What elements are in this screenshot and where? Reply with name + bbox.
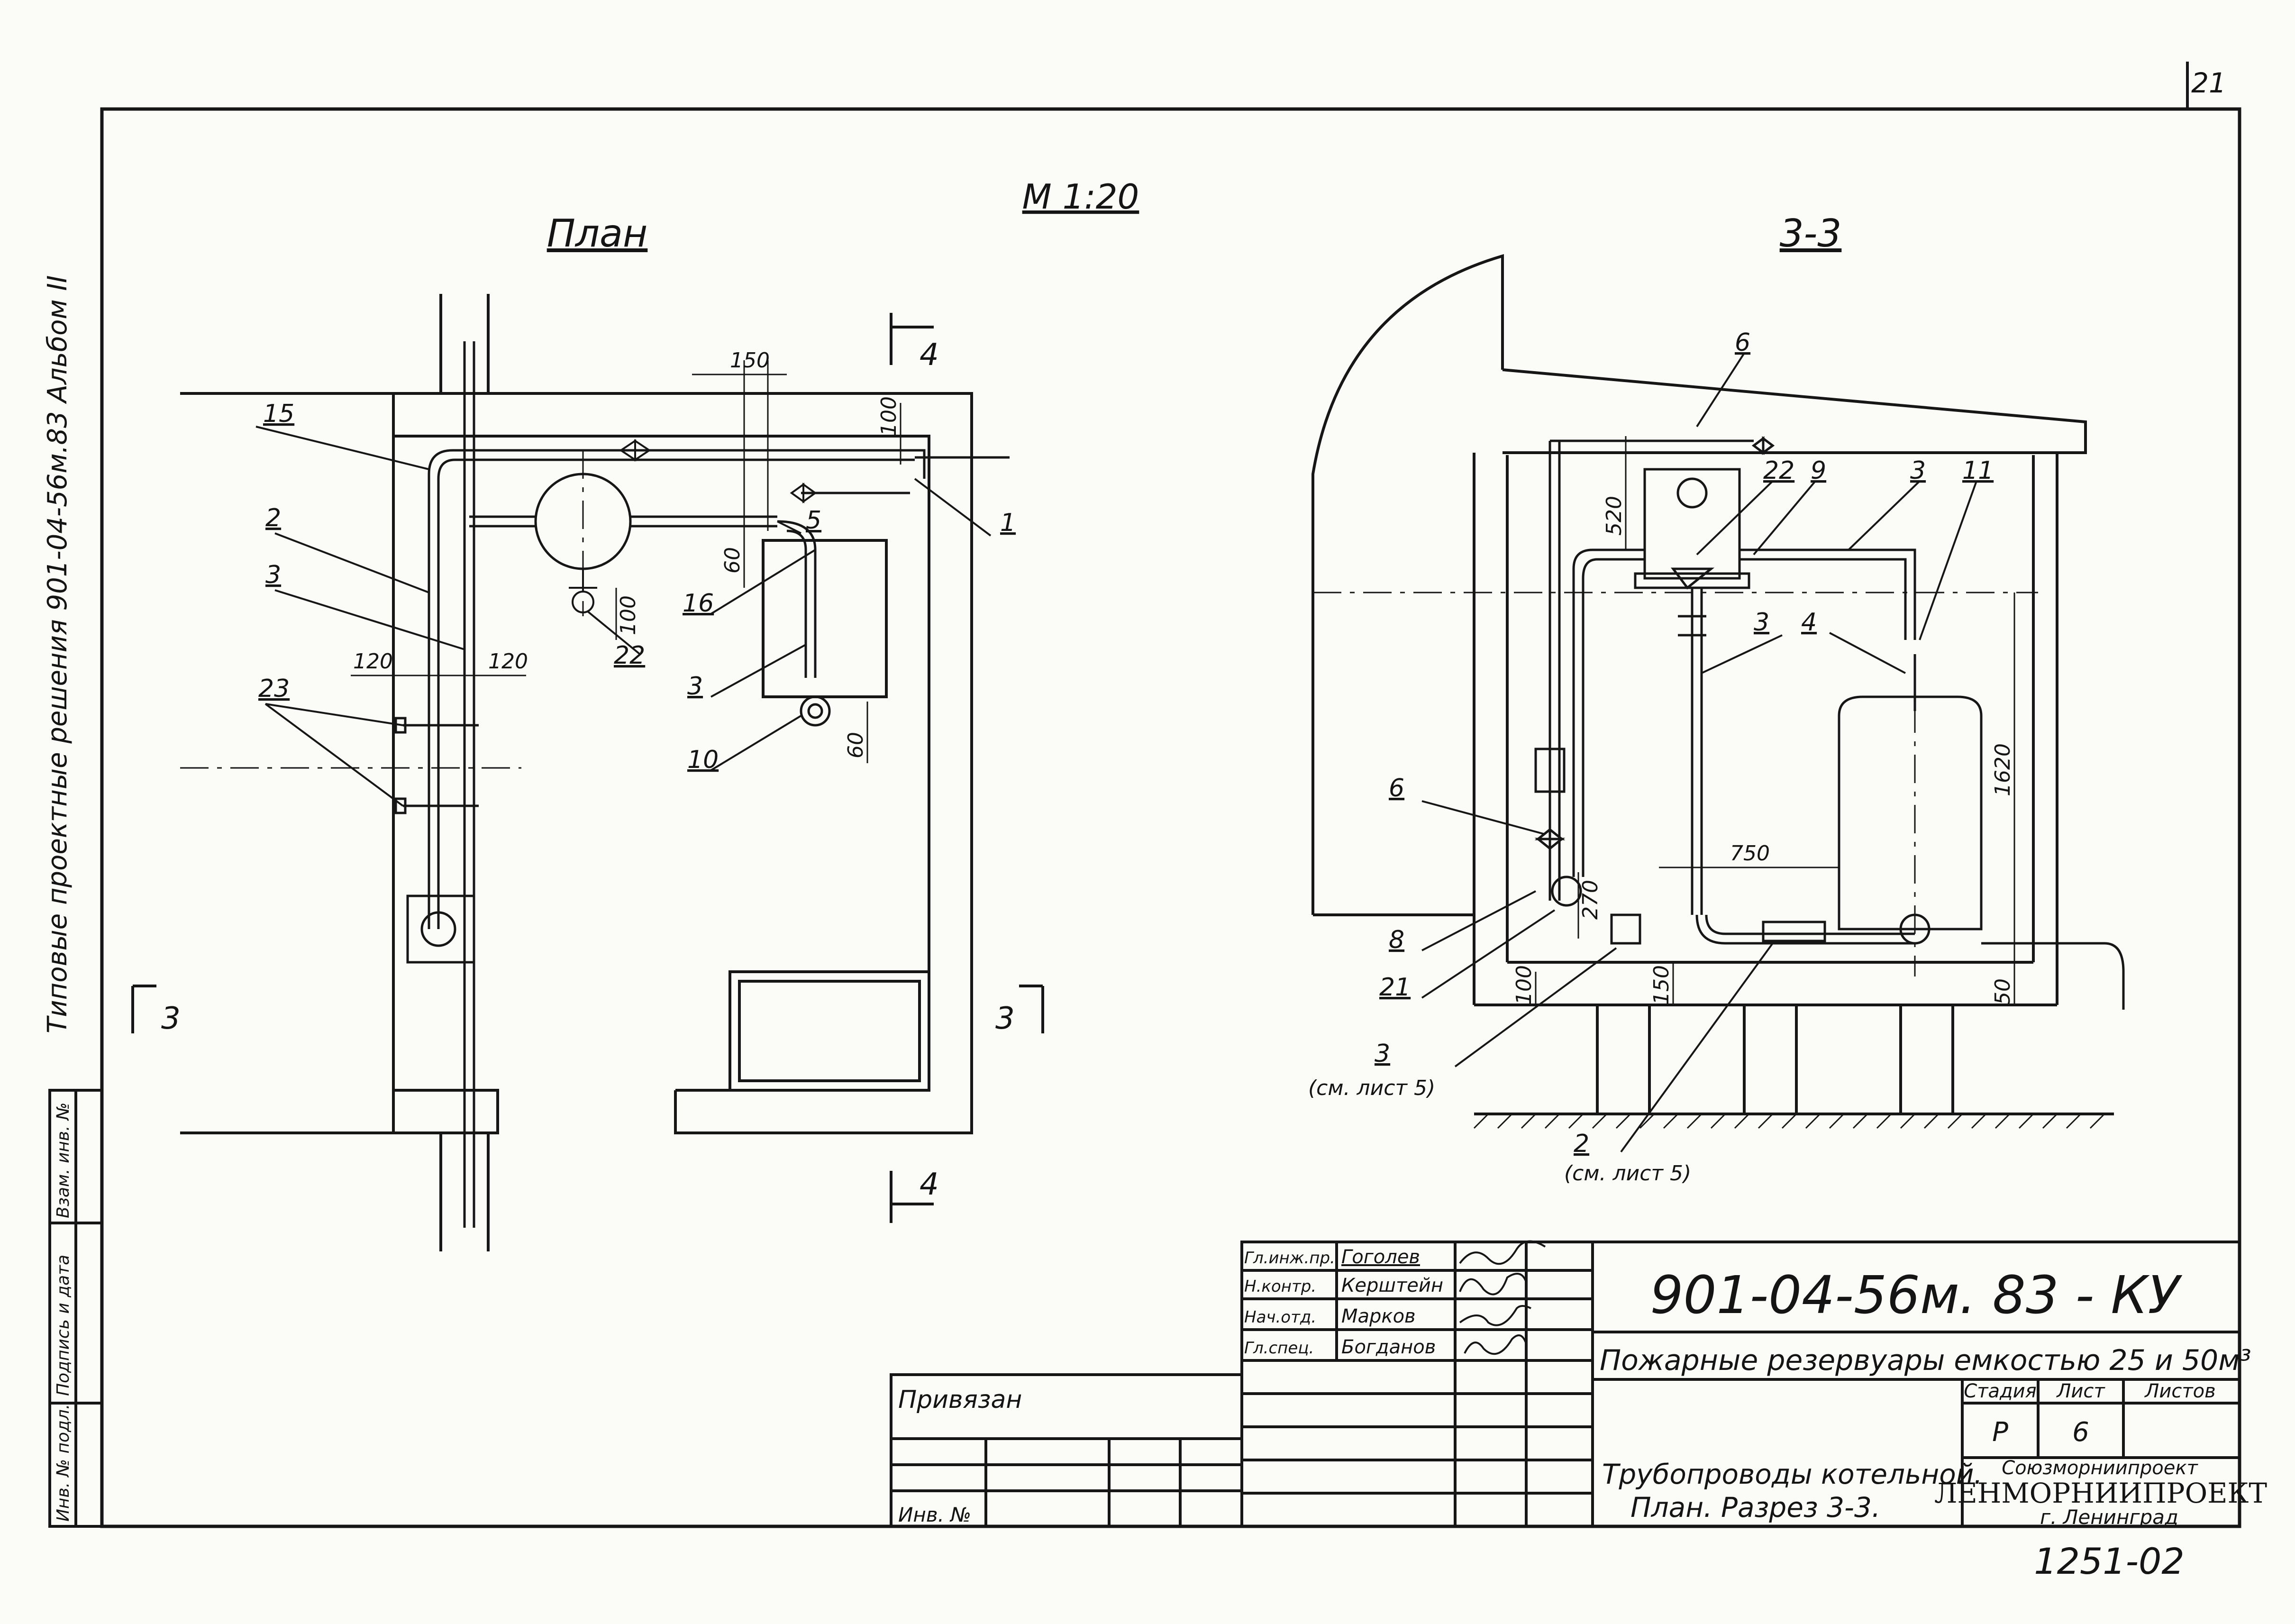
plan-callout-1: 1 bbox=[1000, 509, 1016, 537]
plan-callout-23: 23 bbox=[258, 675, 290, 703]
plan-axes bbox=[180, 450, 584, 769]
section-callout-6-left: 6 bbox=[1389, 774, 1404, 803]
plan-leaders bbox=[255, 426, 992, 807]
section-callout-11: 11 bbox=[1962, 456, 1994, 485]
sign-role-dept-head: Нач.отд. bbox=[1244, 1308, 1316, 1327]
section-title: 3-3 bbox=[1780, 211, 1842, 255]
plan-pipes bbox=[394, 341, 1010, 1228]
plan-callout-16: 16 bbox=[683, 589, 714, 618]
document-code: 901-04-56м. 83 - КУ bbox=[1650, 1265, 2183, 1325]
project-title: Пожарные резервуары емкостью 25 и 50м³ bbox=[1600, 1344, 2251, 1377]
sheets-header: Листов bbox=[2144, 1380, 2215, 1402]
section-markers bbox=[131, 313, 1044, 1223]
plan-dim-100-vessel: 100 bbox=[616, 595, 640, 635]
section-dim-520: 520 bbox=[1602, 496, 1626, 536]
section-callout-21: 21 bbox=[1379, 973, 1411, 1002]
section-callout-4: 4 bbox=[1801, 608, 1817, 637]
section-dim-150: 150 bbox=[1649, 965, 1674, 1005]
sign-name-chief-specialist: Богданов bbox=[1341, 1336, 1436, 1358]
section-callout-9: 9 bbox=[1811, 456, 1826, 485]
section-building bbox=[1311, 254, 2114, 1115]
sign-name-chief-engineer: Гоголев bbox=[1341, 1246, 1420, 1268]
section-marker-3-left: 3 bbox=[161, 1001, 181, 1036]
section-equipment bbox=[1534, 436, 2125, 1010]
section-callout-3-mid: 3 bbox=[1754, 608, 1769, 637]
stamp-field-inv-orig: Инв. № подл. bbox=[54, 1404, 73, 1522]
plan-callout-15: 15 bbox=[263, 400, 294, 428]
plan-dim-120-left: 120 bbox=[353, 649, 393, 674]
plan-callout-22: 22 bbox=[614, 641, 645, 670]
plan-callout-3: 3 bbox=[265, 561, 281, 589]
sheet-title-line1: Трубопроводы котельной. bbox=[1602, 1458, 1983, 1490]
bound-label: Привязан bbox=[898, 1386, 1022, 1414]
plan-callout-5: 5 bbox=[806, 506, 821, 535]
plan-dim-120-right: 120 bbox=[488, 649, 528, 674]
section-dim-50: 50 bbox=[1991, 978, 2015, 1005]
sheet-no-value: 6 bbox=[2072, 1417, 2089, 1448]
plan-callout-2: 2 bbox=[265, 504, 281, 532]
stage-header: Стадия bbox=[1964, 1380, 2036, 1402]
org-top: Союзморниипроект bbox=[2002, 1457, 2198, 1479]
sign-name-norm-control: Керштейн bbox=[1341, 1275, 1443, 1296]
plan-dimension-lines bbox=[351, 360, 902, 763]
inv-label: Инв. № bbox=[898, 1503, 971, 1526]
section-callout-2: 2 bbox=[1574, 1130, 1589, 1158]
section-callout-22: 22 bbox=[1763, 456, 1794, 485]
section-marker-4-bottom: 4 bbox=[920, 1167, 939, 1202]
org-name: ЛЕНМОРНИИПРОЕКТ bbox=[1934, 1477, 2267, 1509]
sheet-title-line2: План. Разрез 3-3. bbox=[1630, 1491, 1880, 1524]
section-callout-3-top: 3 bbox=[1910, 456, 1926, 485]
section-marker-4-top: 4 bbox=[920, 338, 939, 373]
signatures-scribbles bbox=[1459, 1240, 1546, 1355]
sheet-header: Лист bbox=[2056, 1380, 2105, 1402]
section-callout-6-top: 6 bbox=[1735, 328, 1750, 357]
section-dim-750: 750 bbox=[1730, 841, 1770, 866]
section-dim-1620: 1620 bbox=[1991, 743, 2015, 796]
sign-role-chief-specialist: Гл.спец. bbox=[1244, 1339, 1314, 1358]
scale-label: М 1:20 bbox=[1022, 177, 1139, 217]
sign-role-chief-engineer: Гл.инж.пр. bbox=[1244, 1249, 1335, 1268]
title-block-grid bbox=[890, 1241, 2241, 1528]
plan-dim-150: 150 bbox=[730, 348, 770, 373]
stamp-field-signature-date: Подпись и дата bbox=[54, 1255, 73, 1396]
section-dimension-lines bbox=[1535, 436, 2015, 1005]
left-stamp bbox=[48, 1089, 103, 1528]
sign-role-norm-control: Н.контр. bbox=[1244, 1277, 1316, 1296]
scan-bottom-mark: 1251-02 bbox=[2034, 1540, 2185, 1582]
section-marker-3-right: 3 bbox=[995, 1001, 1015, 1036]
plan-callout-3b: 3 bbox=[687, 672, 703, 701]
stage-value: Р bbox=[1992, 1417, 2008, 1448]
vertical-caption: Типовые проектные решения 901-04-56м.83 … bbox=[42, 275, 73, 1033]
plan-dim-60: 60 bbox=[720, 547, 745, 574]
section-callout-8: 8 bbox=[1389, 926, 1404, 954]
section-note-sheet5-a: (см. лист 5) bbox=[1308, 1076, 1435, 1100]
ground-hatching bbox=[1473, 1113, 2105, 1129]
section-dim-270: 270 bbox=[1578, 880, 1603, 920]
plan-title: План bbox=[547, 211, 648, 255]
section-note-sheet5-b: (см. лист 5) bbox=[1564, 1161, 1691, 1186]
plan-callout-10: 10 bbox=[687, 746, 719, 774]
plan-walls bbox=[180, 294, 973, 1251]
stamp-field-replaced-inv: Взам. инв. № bbox=[54, 1103, 73, 1218]
sign-name-dept-head: Марков bbox=[1341, 1305, 1416, 1327]
section-leaders bbox=[1421, 352, 1977, 1153]
org-city: г. Ленинград bbox=[2040, 1505, 2178, 1529]
section-dim-100: 100 bbox=[1512, 965, 1536, 1005]
plan-dim-60-bottom: 60 bbox=[844, 732, 868, 758]
sheet-number: 21 bbox=[2191, 67, 2226, 99]
section-callout-3-bottom: 3 bbox=[1375, 1040, 1390, 1068]
section-axes bbox=[1313, 592, 2038, 976]
plan-dim-100-top: 100 bbox=[877, 396, 901, 436]
